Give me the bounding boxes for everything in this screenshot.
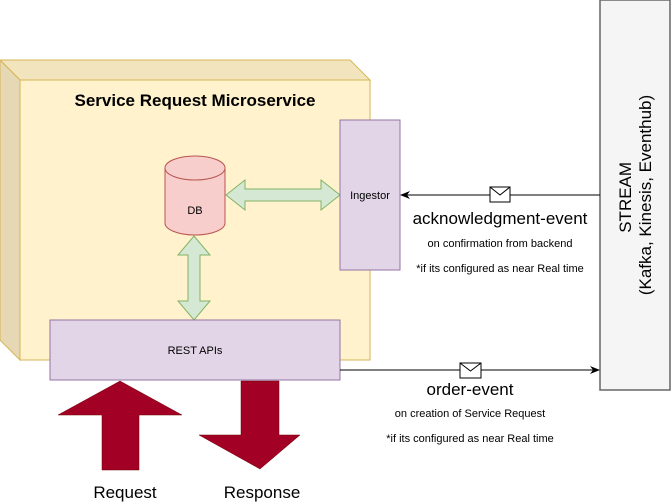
envelope-icon xyxy=(459,362,482,379)
order-event-connector[interactable] xyxy=(340,362,600,379)
db-cylinder[interactable]: DB xyxy=(164,155,226,236)
rest-apis-label: REST APIs xyxy=(168,345,223,357)
response-arrow-icon xyxy=(198,380,301,470)
ack-event-connector[interactable] xyxy=(400,186,600,203)
response-label: Response xyxy=(224,483,301,502)
microservice-box-side xyxy=(0,59,21,362)
microservice-box-top xyxy=(0,59,372,81)
ack-event-note: *if its configured as near Real time xyxy=(416,263,584,275)
db-label: DB xyxy=(187,205,202,217)
ack-event-name: acknowledgment-event xyxy=(413,209,588,228)
request-arrow-icon xyxy=(57,380,183,471)
rest-apis-component[interactable]: REST APIs xyxy=(49,319,341,381)
stream-label-line1: STREAM xyxy=(616,162,635,233)
envelope-icon xyxy=(489,186,511,203)
order-event-name: order-event xyxy=(427,380,514,399)
ack-event-description: on confirmation from backend xyxy=(428,238,573,250)
stream-label: STREAM (Kafka, Kinesis, Eventhub) xyxy=(616,95,655,295)
ingestor-label: Ingestor xyxy=(350,190,390,202)
stream-label-line2: (Kafka, Kinesis, Eventhub) xyxy=(636,95,655,295)
order-event-description: on creation of Service Request xyxy=(395,408,545,420)
ingestor-component[interactable]: Ingestor xyxy=(339,119,401,271)
order-event-note: *if its configured as near Real time xyxy=(386,433,554,445)
request-label: Request xyxy=(93,483,157,502)
stream-component[interactable]: STREAM (Kafka, Kinesis, Eventhub) xyxy=(599,0,671,391)
microservice-title: Service Request Microservice xyxy=(75,91,316,110)
